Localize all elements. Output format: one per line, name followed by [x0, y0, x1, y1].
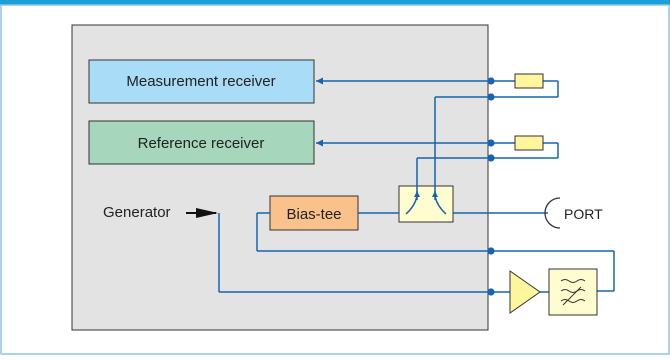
signal-lines	[218, 77, 615, 293]
measurement-receiver-box	[88, 59, 315, 104]
top-bar	[0, 0, 670, 5]
reference-receiver-box	[88, 120, 315, 165]
reference-receiver-label: Reference receiver	[138, 135, 265, 152]
generator-arrowhead	[196, 208, 218, 218]
junction-dots	[487, 77, 495, 296]
bias-tee-label: Bias-tee	[286, 206, 341, 223]
generator-label: Generator	[103, 204, 171, 221]
directional-coupler-icon	[398, 185, 454, 223]
port-icon	[544, 197, 561, 229]
resistor-icon	[514, 73, 544, 89]
measurement-receiver-label: Measurement receiver	[126, 73, 275, 90]
filter-symbol	[560, 279, 586, 306]
port-label: PORT	[564, 206, 603, 222]
amplifier-triangle-icon	[509, 270, 541, 314]
resistor-icon	[514, 135, 544, 151]
